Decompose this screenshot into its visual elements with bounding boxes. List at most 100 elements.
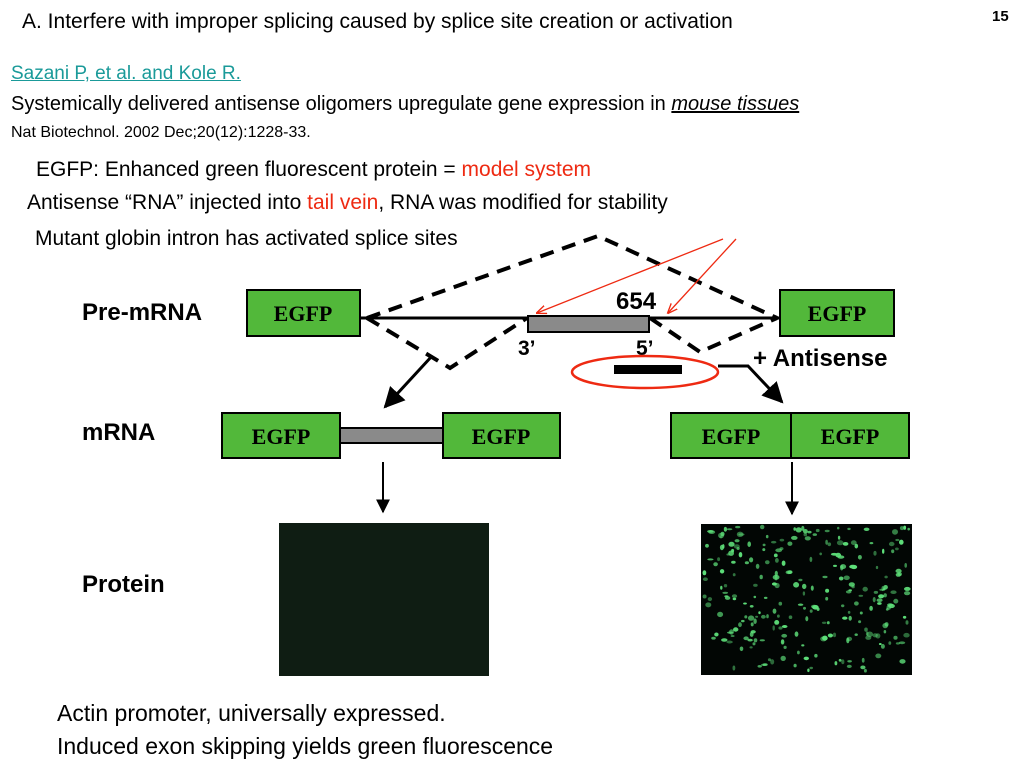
note-antisense: Antisense “RNA” injected into tail vein,… xyxy=(27,191,668,215)
antisense-highlight-circle xyxy=(570,354,720,390)
cell-dot xyxy=(805,616,809,622)
cell-dot xyxy=(825,596,829,601)
cell-dot xyxy=(793,582,800,588)
mrna-left-exon-2-label: EGFP xyxy=(472,424,531,449)
cell-dot xyxy=(861,657,865,663)
cell-dot xyxy=(744,615,748,619)
cell-dot xyxy=(843,575,850,581)
cell-dot xyxy=(859,611,863,615)
cell-dot xyxy=(781,633,788,638)
cell-dot xyxy=(878,594,885,599)
cell-dot xyxy=(846,664,852,669)
cell-dot xyxy=(788,615,793,619)
cell-dot xyxy=(757,665,762,668)
cell-dot xyxy=(815,528,820,533)
cell-dot xyxy=(731,560,736,564)
citation-authors-link[interactable]: Sazani P, et al. and Kole R. xyxy=(11,63,241,84)
cell-dot xyxy=(778,601,783,606)
intron-label: 654 xyxy=(616,288,657,315)
cell-dot xyxy=(803,529,808,534)
cell-dot xyxy=(869,605,873,611)
cell-dot xyxy=(718,532,725,539)
note-antisense-highlight: tail vein xyxy=(307,191,379,214)
cell-dot xyxy=(794,631,799,637)
footer-line-2: Induced exon skipping yields green fluor… xyxy=(57,733,554,759)
cell-dot xyxy=(793,663,797,668)
cell-dot xyxy=(759,639,765,642)
cell-dot xyxy=(801,644,805,647)
cell-dot xyxy=(803,606,806,610)
pre-mrna-exon-right-label: EGFP xyxy=(808,301,867,326)
cell-dot xyxy=(827,542,832,547)
cell-dot xyxy=(772,574,780,580)
cell-dot xyxy=(888,541,895,547)
cell-dot xyxy=(750,622,754,627)
cell-dot xyxy=(762,543,766,547)
cell-dot xyxy=(749,646,753,649)
cell-dot xyxy=(864,627,868,632)
cell-dot xyxy=(732,597,737,601)
cell-dot xyxy=(849,564,856,569)
cell-dot xyxy=(773,553,778,558)
cell-dot xyxy=(826,621,830,625)
cell-dot xyxy=(858,594,864,597)
cell-dot xyxy=(772,625,775,631)
cell-dot xyxy=(809,666,813,670)
cell-dot xyxy=(717,557,721,562)
cell-dot xyxy=(702,570,707,576)
cell-dot xyxy=(753,583,758,587)
splice-site-3-label: 3’ xyxy=(518,337,536,360)
cell-dot xyxy=(891,549,895,554)
cell-dot xyxy=(705,543,709,548)
cell-dot xyxy=(822,635,828,641)
cell-dot xyxy=(797,650,800,655)
cell-dot xyxy=(752,642,756,646)
cell-dot xyxy=(899,526,905,531)
slide-title: A. Interfere with improper splicing caus… xyxy=(22,10,733,33)
cell-dot xyxy=(760,524,765,530)
fluorescent-cells xyxy=(702,524,911,673)
cell-dot xyxy=(895,547,899,551)
cell-dot xyxy=(875,565,879,570)
mrna-left-exon-1-label: EGFP xyxy=(252,424,311,449)
cell-dot xyxy=(747,541,751,547)
splice-site-5-label: 5’ xyxy=(636,337,654,360)
cell-dot xyxy=(903,525,907,530)
red-arrow-5-site xyxy=(668,238,737,313)
cell-dot xyxy=(787,570,793,574)
mrna-right-exon-2 xyxy=(790,412,910,459)
row-label-protein: Protein xyxy=(82,571,165,598)
cell-dot xyxy=(733,544,740,549)
cell-dot xyxy=(836,540,844,546)
cell-dot xyxy=(848,589,852,592)
cell-dot xyxy=(763,596,768,600)
note-antisense-suffix: , RNA was modified for stability xyxy=(378,191,668,214)
cell-dot xyxy=(822,575,828,579)
cell-dot xyxy=(899,659,906,664)
cell-dot xyxy=(736,547,740,550)
cell-dot xyxy=(731,548,735,553)
cell-dot xyxy=(765,534,769,539)
cell-dot xyxy=(708,530,716,534)
cell-dot xyxy=(705,602,712,608)
cell-dot xyxy=(847,527,851,531)
mrna-left-exon-1 xyxy=(221,412,341,459)
cell-dot xyxy=(904,586,911,591)
cell-dot xyxy=(732,573,736,577)
arrow-to-mrna-right xyxy=(718,364,784,404)
cell-dot xyxy=(749,605,754,608)
cell-dot xyxy=(726,640,733,644)
cell-dot xyxy=(772,608,777,614)
citation-title: Systemically delivered antisense oligome… xyxy=(11,93,799,116)
cell-dot xyxy=(777,614,780,618)
cell-dot xyxy=(873,590,879,594)
cell-dot xyxy=(904,563,907,568)
pre-mrna-exon-right xyxy=(779,289,895,337)
cell-dot xyxy=(862,586,868,592)
splice-path-right xyxy=(648,316,778,355)
note-antisense-prefix: Antisense “RNA” injected into xyxy=(27,191,308,214)
cell-dot xyxy=(893,635,898,640)
cell-dot xyxy=(702,594,707,599)
mrna-left-intron xyxy=(339,427,444,444)
